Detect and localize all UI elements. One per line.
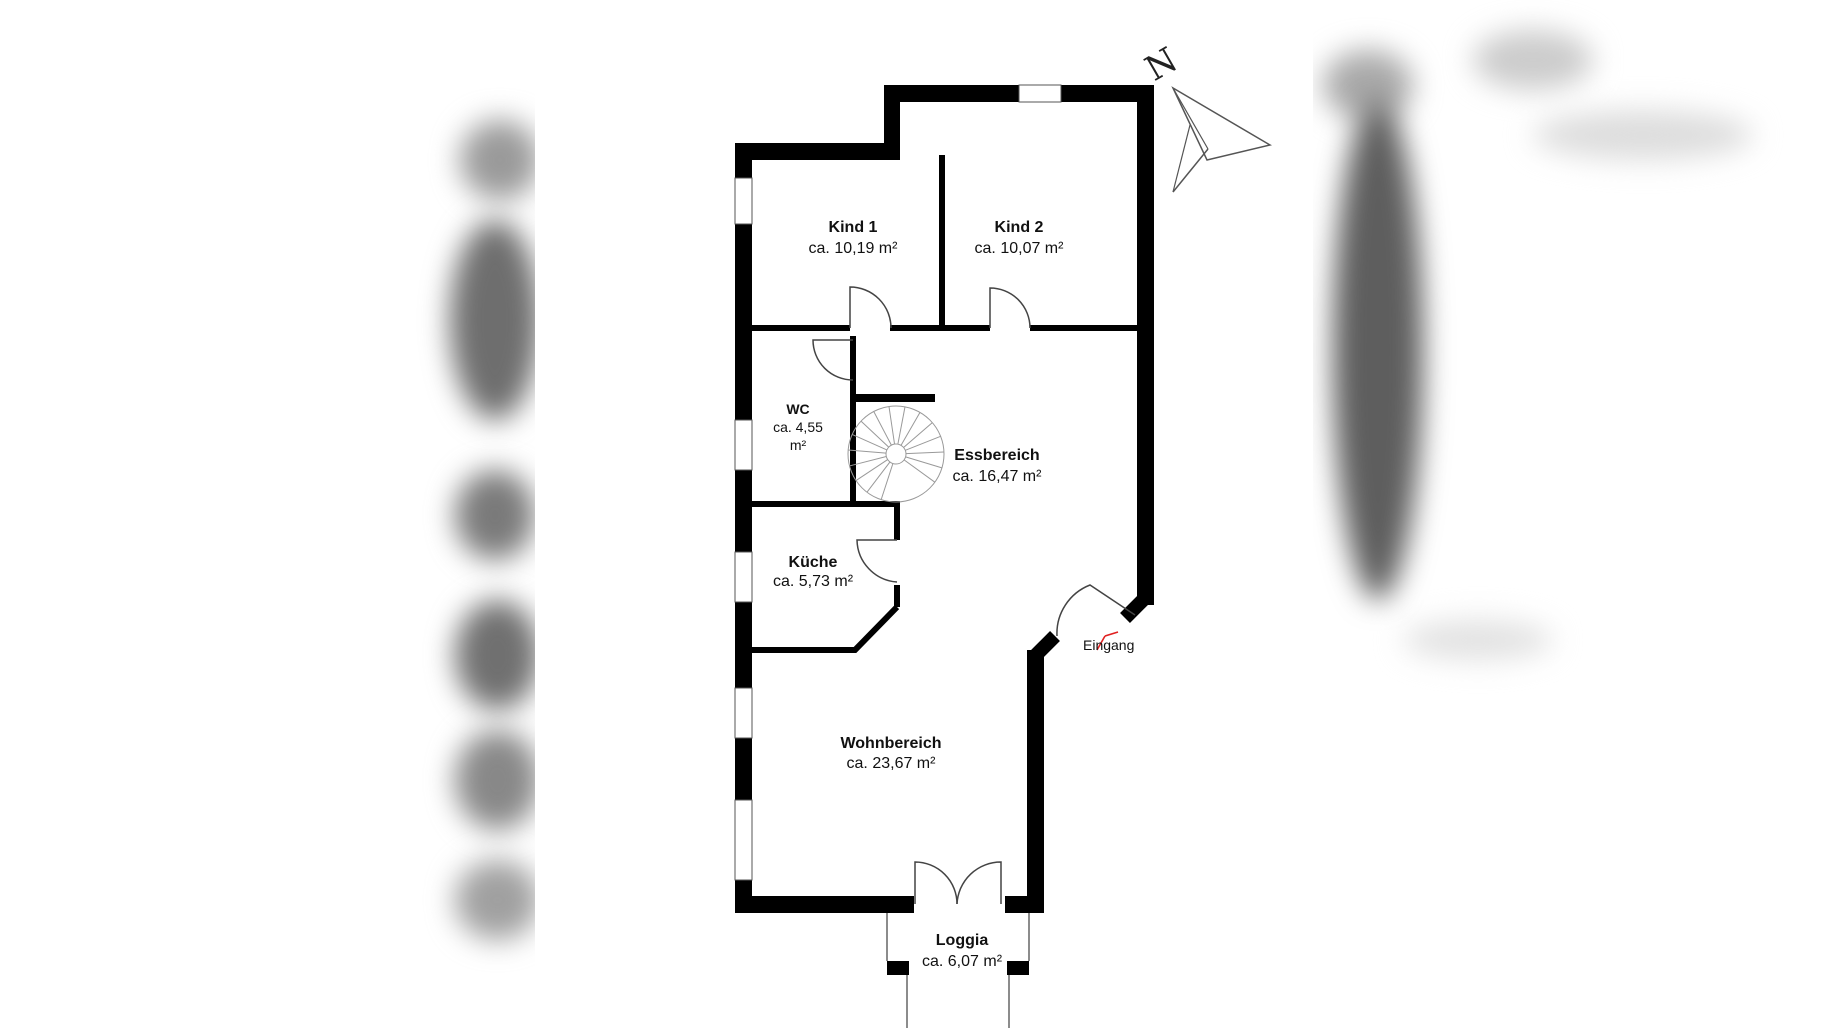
stair-treads [848, 406, 944, 500]
doors [812, 286, 1136, 905]
window [734, 177, 753, 225]
blur-smudge [450, 220, 535, 420]
blur-smudge [455, 470, 535, 560]
room-area-kind2: ca. 10,07 m² [975, 240, 1065, 257]
stair-outer [847, 405, 945, 503]
room-name-wohnbereich: Wohnbereich [840, 735, 941, 752]
west-wall [735, 143, 752, 913]
room-name-kueche: Küche [789, 554, 838, 571]
stair-tread [848, 449, 887, 454]
stair-center [885, 443, 907, 465]
door-loggia-left [914, 861, 958, 905]
room-name-loggia: Loggia [936, 932, 989, 949]
room-area-kueche: ca. 5,73 m² [773, 573, 854, 590]
loggia-outline [886, 913, 1030, 1028]
spiral-staircase [847, 405, 945, 503]
stair-tread [860, 420, 890, 448]
stair-tread [873, 411, 892, 446]
door-kind1 [849, 286, 892, 329]
loggia-wall-right [1007, 961, 1029, 975]
door-wc [812, 339, 854, 381]
room-area-wc-unit: m² [790, 437, 807, 453]
room-area-essbereich: ca. 16,47 m² [953, 468, 1043, 485]
east-wall-lower [1027, 650, 1044, 912]
room-area-kind1: ca. 10,19 m² [809, 240, 899, 257]
entrance-label: Eingang [1083, 637, 1134, 653]
entrance-chamfer-top [1120, 593, 1150, 623]
blur-smudge [1473, 30, 1593, 90]
stair-tread [897, 406, 906, 445]
east-wall-upper [1137, 85, 1154, 605]
blurred-background-right [1313, 0, 1828, 1028]
window [734, 419, 753, 471]
interior-walls [752, 155, 1137, 653]
windows [734, 84, 1062, 881]
south-wall-right [1005, 896, 1044, 913]
room-area-wc: ca. 4,55 [773, 419, 823, 435]
compass: N [1139, 40, 1272, 193]
stair-tread [905, 456, 943, 469]
stair-tread [851, 434, 888, 451]
stair-tread [880, 463, 894, 500]
room-name-essbereich: Essbereich [954, 447, 1039, 464]
stair-tread [855, 459, 888, 481]
blur-smudge [460, 120, 535, 200]
window [734, 799, 753, 881]
stair-tread [888, 406, 896, 445]
blur-smudge [1403, 620, 1553, 660]
compass-tail [1172, 148, 1209, 193]
blur-smudge [1333, 100, 1423, 600]
loggia-wall-left [887, 961, 909, 975]
door-loggia-right [956, 861, 1002, 905]
blur-smudge [455, 730, 535, 830]
stair-tread [903, 459, 936, 483]
floor-plan: N Eingang Kind 1 ca. 10,19 m² Kind 2 ca.… [734, 40, 1272, 1028]
entrance-marker [1104, 631, 1119, 637]
door-kind2 [989, 287, 1031, 329]
compass-arrow [1171, 86, 1272, 161]
blur-smudge [455, 600, 535, 710]
blurred-background-left [0, 0, 535, 1028]
door-kueche [856, 539, 898, 583]
room-name-kind2: Kind 2 [995, 219, 1044, 236]
south-wall-left [735, 896, 914, 913]
window [734, 687, 753, 739]
blur-smudge [455, 860, 535, 940]
stair-tread [903, 422, 933, 448]
compass-line [1172, 124, 1191, 193]
stair-tread [900, 412, 921, 446]
stair-tread [905, 435, 941, 451]
room-name-wc: WC [786, 401, 809, 417]
north-step-wall [884, 85, 900, 160]
floor-plan-panel: N Eingang Kind 1 ca. 10,19 m² Kind 2 ca.… [535, 0, 1313, 1028]
north-wall-left [735, 143, 900, 160]
entrance-marker [1096, 635, 1106, 651]
room-name-kind1: Kind 1 [829, 219, 878, 236]
blur-smudge [1533, 110, 1753, 160]
room-area-loggia: ca. 6,07 m² [922, 953, 1003, 970]
compass-line [1172, 87, 1209, 150]
window [734, 551, 753, 603]
door-entrance [1056, 584, 1136, 637]
stair-tread [866, 461, 891, 493]
north-label: N [1139, 40, 1185, 90]
stair-tread [905, 451, 944, 455]
entrance-chamfer-bottom [1030, 631, 1060, 661]
window [1018, 84, 1062, 103]
room-area-wohnbereich: ca. 23,67 m² [847, 755, 937, 772]
stair-tread [849, 456, 887, 467]
wall-kueche-south [752, 604, 900, 653]
